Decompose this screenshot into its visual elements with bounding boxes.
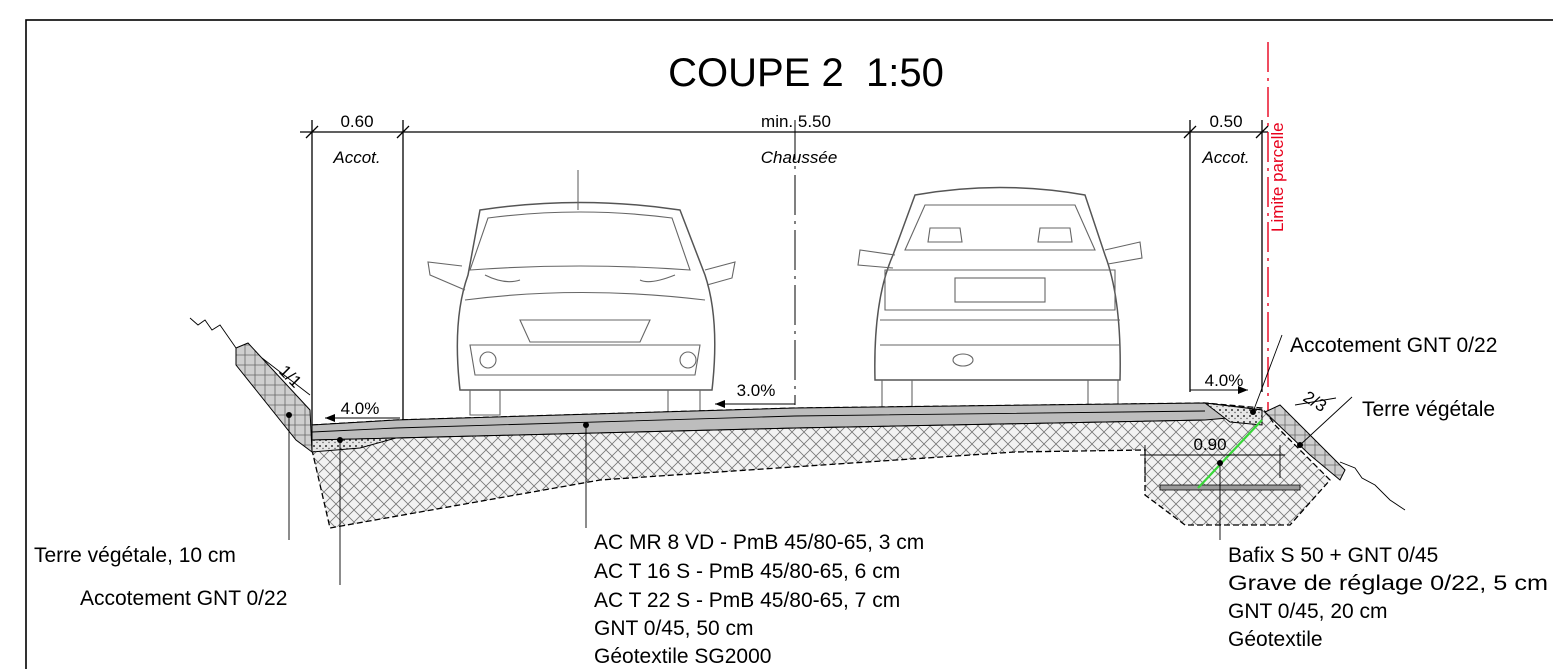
- dim-left-shoulder: 0.60: [340, 112, 373, 131]
- road-body: [189, 317, 1406, 529]
- slope-carriageway: 3.0%: [737, 381, 776, 400]
- slope-arrows: [261, 357, 1337, 422]
- property-limit-label: Limite parcelle: [1268, 122, 1287, 232]
- slope-right-embankment: 2/3: [1300, 387, 1330, 416]
- label-shoulder-left: Accotement GNT 0/22: [80, 587, 287, 610]
- drawing-title: COUPE 2 1:50: [668, 51, 944, 95]
- zone-carriageway: Chaussée: [761, 148, 838, 167]
- leader-lines: [286, 334, 1353, 585]
- label-topsoil-left: Terre végétale, 10 cm: [34, 544, 236, 567]
- pavement-layer: Géotextile SG2000: [594, 645, 771, 668]
- drain-layer: GNT 0/45, 20 cm: [1228, 600, 1388, 623]
- drain-layers-list: Bafix S 50 + GNT 0/45 Grave de réglage 0…: [1228, 544, 1548, 651]
- label-topsoil-right: Terre végétale: [1362, 398, 1495, 421]
- drain-layer: Grave de réglage 0/22, 5 cm: [1228, 572, 1548, 595]
- pavement-layer: AC MR 8 VD - PmB 45/80-65, 3 cm: [594, 531, 924, 554]
- drain-layer: Bafix S 50 + GNT 0/45: [1228, 544, 1438, 567]
- dim-ditch-width: 0.90: [1193, 435, 1226, 454]
- slope-right-shoulder: 4.0%: [1205, 371, 1244, 390]
- car-rear-illustration: [857, 186, 1143, 411]
- slope-left-shoulder: 4.0%: [341, 399, 380, 418]
- dimension-line: [300, 120, 1269, 425]
- ditch-dimension: [1140, 445, 1285, 478]
- dim-right-shoulder: 0.50: [1209, 112, 1242, 131]
- car-front-illustration: [427, 170, 736, 416]
- pavement-layer: GNT 0/45, 50 cm: [594, 617, 754, 640]
- pavement-layer: AC T 22 S - PmB 45/80-65, 7 cm: [594, 589, 900, 612]
- zone-left-shoulder: Accot.: [332, 148, 380, 167]
- pavement-layer: AC T 16 S - PmB 45/80-65, 6 cm: [594, 560, 900, 583]
- pavement-layers-list: AC MR 8 VD - PmB 45/80-65, 3 cm AC T 16 …: [594, 531, 924, 668]
- drain-line: [1197, 419, 1263, 489]
- dim-carriageway: min. 5.50: [761, 112, 831, 131]
- drain-layer: Géotextile: [1228, 628, 1323, 651]
- label-shoulder-right: Accotement GNT 0/22: [1290, 334, 1497, 357]
- zone-right-shoulder: Accot.: [1201, 148, 1249, 167]
- drawing-frame: [25, 19, 1553, 669]
